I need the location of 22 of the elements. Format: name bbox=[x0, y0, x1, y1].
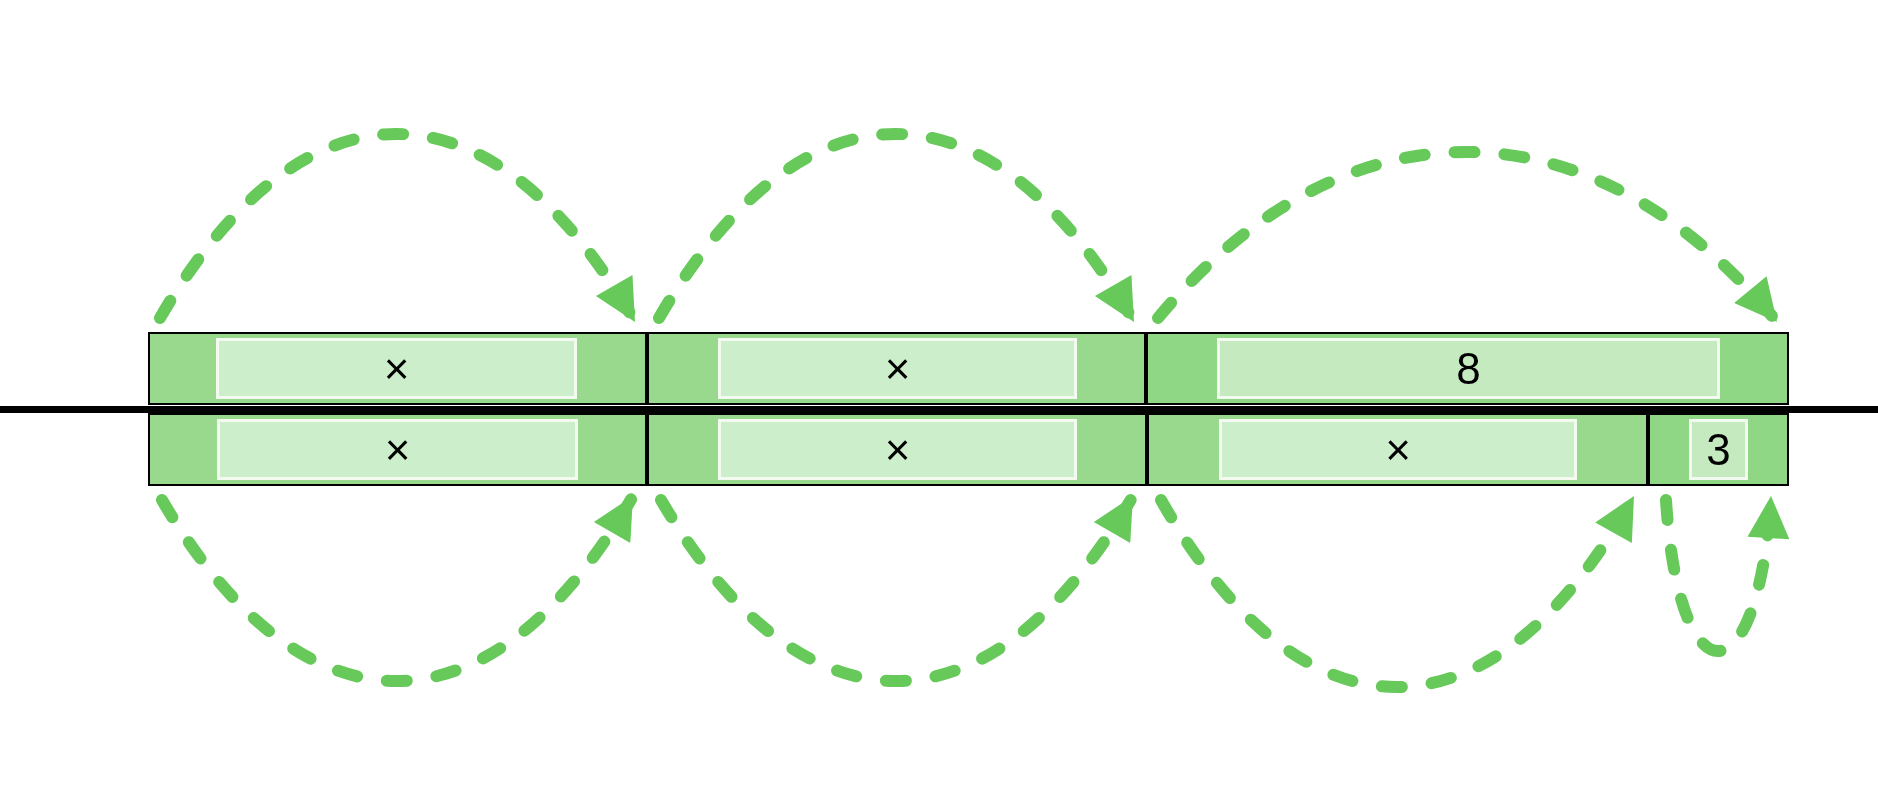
bar-segment bbox=[647, 332, 1146, 405]
jump-arrow bbox=[156, 490, 639, 687]
value-text: × bbox=[384, 427, 411, 472]
value-text: × bbox=[383, 346, 410, 391]
value-box bbox=[1219, 419, 1577, 480]
value-text: 8 bbox=[1456, 346, 1481, 391]
bar-segment bbox=[148, 332, 647, 405]
value-box bbox=[1689, 419, 1748, 480]
value-text: × bbox=[884, 346, 911, 391]
value-box bbox=[718, 419, 1077, 480]
value-box bbox=[1217, 338, 1720, 399]
value-text: × bbox=[1385, 427, 1411, 472]
value-box bbox=[217, 419, 578, 480]
bar-segment bbox=[1146, 332, 1789, 405]
value-text: × bbox=[884, 427, 911, 472]
value-box bbox=[216, 338, 577, 399]
value-text: 3 bbox=[1706, 427, 1731, 472]
bar-segment bbox=[1147, 413, 1648, 486]
bar-segment bbox=[647, 413, 1147, 486]
bar-segment bbox=[1648, 413, 1789, 486]
value-box bbox=[718, 338, 1077, 399]
bar-segment bbox=[148, 413, 647, 486]
